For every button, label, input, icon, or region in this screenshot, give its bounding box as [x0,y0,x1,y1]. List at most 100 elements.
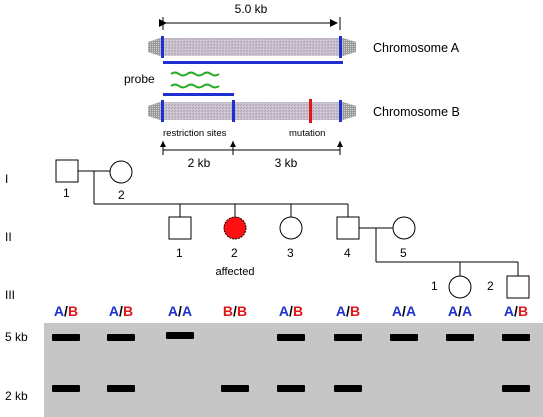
individual-ii-1-male [168,216,192,240]
arrowhead-up-left [160,141,166,147]
chromosome-b-left-telomere [148,102,160,120]
genotype-allele1-lane-7: A [392,303,402,319]
genotype-label-lane-7: A/A [392,303,416,319]
band-2kb-lane-4 [221,385,249,392]
individual-i-1-male [55,159,79,183]
chromosome-a-site-right [339,36,342,58]
genotype-allele1-lane-4: B [223,303,233,319]
genotype-allele2-lane-5: B [293,303,303,319]
band-5kb-lane-9 [502,334,530,341]
band-2kb-lane-9 [502,385,530,392]
chromosome-a-fragment-bar [163,61,343,64]
individual-ii-3-number: 3 [287,246,294,260]
genotype-label-lane-9: A/B [504,303,528,319]
chromosome-b-mutation-marker [309,99,312,123]
band-5kb-lane-1 [52,334,80,341]
genotype-allele2-lane-2: B [123,303,133,319]
genotype-allele1-lane-9: A [504,303,514,319]
individual-ii-3-female [279,216,303,240]
individual-iii-2-number: 2 [487,279,494,293]
probe-label: probe [124,72,155,86]
probe-fragment-bar [163,93,234,96]
chromosome-a-label: Chromosome A [373,41,460,55]
band-2kb-lane-1 [52,385,80,392]
genotype-allele2-lane-4: B [237,303,247,319]
genotype-allele1-lane-8: A [448,303,458,319]
chromosome-b-body [160,102,343,120]
genotype-label-lane-8: A/A [448,303,472,319]
individual-i-2-number: 2 [118,188,125,202]
individual-ii-4-male [336,216,360,240]
gel-bands [52,332,530,392]
gel-size-label-5kb: 5 kb [5,330,28,344]
genotype-sep-lane-7: / [402,303,406,319]
band-5kb-lane-2 [107,334,135,341]
probe-strand-upper [170,71,220,77]
individual-i-1-number: 1 [63,186,70,200]
genotype-allele2-lane-3: A [182,303,192,319]
individual-i-2-female [109,160,133,184]
restriction-sites-label: restriction sites [163,128,227,139]
individual-ii-5-number: 5 [400,246,407,260]
band-2kb-lane-2 [107,385,135,392]
band-5kb-lane-5 [277,334,305,341]
genotype-sep-lane-1: / [64,303,68,319]
chromosome-b-site-left [161,100,164,122]
distance-3kb-label: 3 kb [275,156,298,170]
genotype-allele2-lane-1: B [68,303,78,319]
individual-ii-1-number: 1 [176,246,183,260]
band-5kb-lane-6 [334,334,362,341]
genotype-label-lane-5: A/B [279,303,303,319]
genotype-sep-lane-3: / [178,303,182,319]
individual-ii-2-female-affected [223,216,247,240]
genotype-sep-lane-4: / [233,303,237,319]
genotype-allele2-lane-7: A [406,303,416,319]
chromosome-a-site-left [161,36,164,58]
generation-label-i: I [5,172,8,186]
chromosome-panel: 5.0 kb Chromosome A probe Chromosome B [124,2,460,170]
individual-ii-4-number: 4 [344,246,351,260]
genotype-sep-lane-6: / [346,303,350,319]
chromosome-b-site-middle [232,100,235,122]
individual-iii-2-male [506,275,530,299]
genotype-allele2-lane-6: B [350,303,360,319]
genotype-sep-lane-9: / [514,303,518,319]
chromosome-b-right-telomere [343,102,356,120]
genotype-label-lane-1: A/B [54,303,78,319]
chromosome-a-left-telomere [148,38,160,56]
genotype-sep-lane-5: / [289,303,293,319]
probe-strand-lower [170,83,220,89]
chromosome-a-right-telomere [343,38,356,56]
genotype-label-lane-6: A/B [336,303,360,319]
band-5kb-lane-3 [166,332,194,339]
genotype-sep-lane-8: / [458,303,462,319]
band-2kb-lane-6 [334,385,362,392]
genotype-label-lane-2: A/B [109,303,133,319]
genotype-allele1-lane-5: A [279,303,289,319]
gel-size-label-2kb: 2 kb [5,389,28,403]
genotype-allele2-lane-9: B [518,303,528,319]
chromosome-b-label: Chromosome B [373,105,460,119]
genotype-allele2-lane-8: A [462,303,472,319]
mutation-label: mutation [289,128,325,139]
genotype-label-lane-3: A/A [168,303,192,319]
genotype-allele1-lane-6: A [336,303,346,319]
genotype-sep-lane-2: / [119,303,123,319]
arrowhead-up-middle [230,141,236,147]
arrowhead-up-right [337,141,343,147]
chromosome-a-body [160,38,343,56]
band-5kb-lane-8 [446,334,474,341]
genotype-allele1-lane-1: A [54,303,64,319]
genotype-allele1-lane-3: A [168,303,178,319]
individual-iii-1-female [448,275,472,299]
pedigree: I II III 1 2 1 2 3 4 5 affected [5,159,530,302]
distance-5kb-label: 5.0 kb [235,2,268,16]
genotype-label-lane-4: B/B [223,303,247,319]
individual-iii-1-number: 1 [431,279,438,293]
affected-label: affected [216,266,255,278]
band-5kb-lane-7 [390,334,418,341]
chromosome-b-site-right [339,100,342,122]
